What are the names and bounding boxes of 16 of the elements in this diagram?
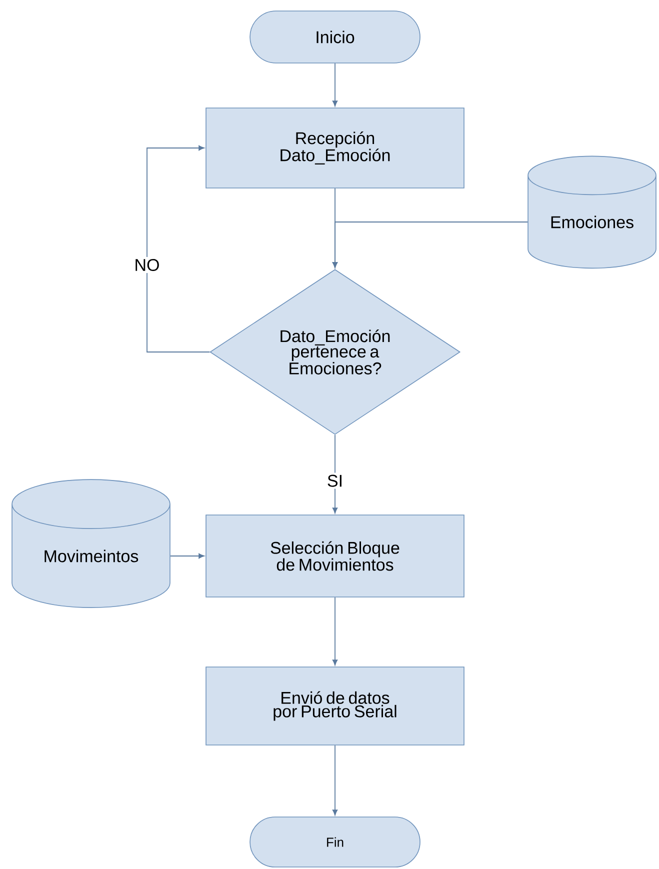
arrow	[332, 222, 528, 268]
arrow	[332, 744, 338, 816]
edge-label: SI	[324, 472, 346, 489]
database-cylinder: Movimeintos	[12, 479, 170, 608]
process-box: Envió de datos por Puerto Serial	[206, 666, 464, 746]
arrow	[146, 145, 210, 352]
terminal-box: Inicio	[250, 10, 420, 64]
arrow	[332, 434, 338, 514]
terminal-box: Fin	[250, 816, 420, 868]
arrow	[332, 596, 338, 666]
process-box: Recepción Dato_Emoción	[206, 108, 464, 188]
process-box: Selección Bloque de Movimientos	[206, 514, 464, 598]
database-cylinder: Emociones	[528, 156, 656, 269]
arrow	[170, 553, 204, 559]
edge-label: NO	[132, 256, 162, 273]
arrow	[332, 62, 338, 106]
